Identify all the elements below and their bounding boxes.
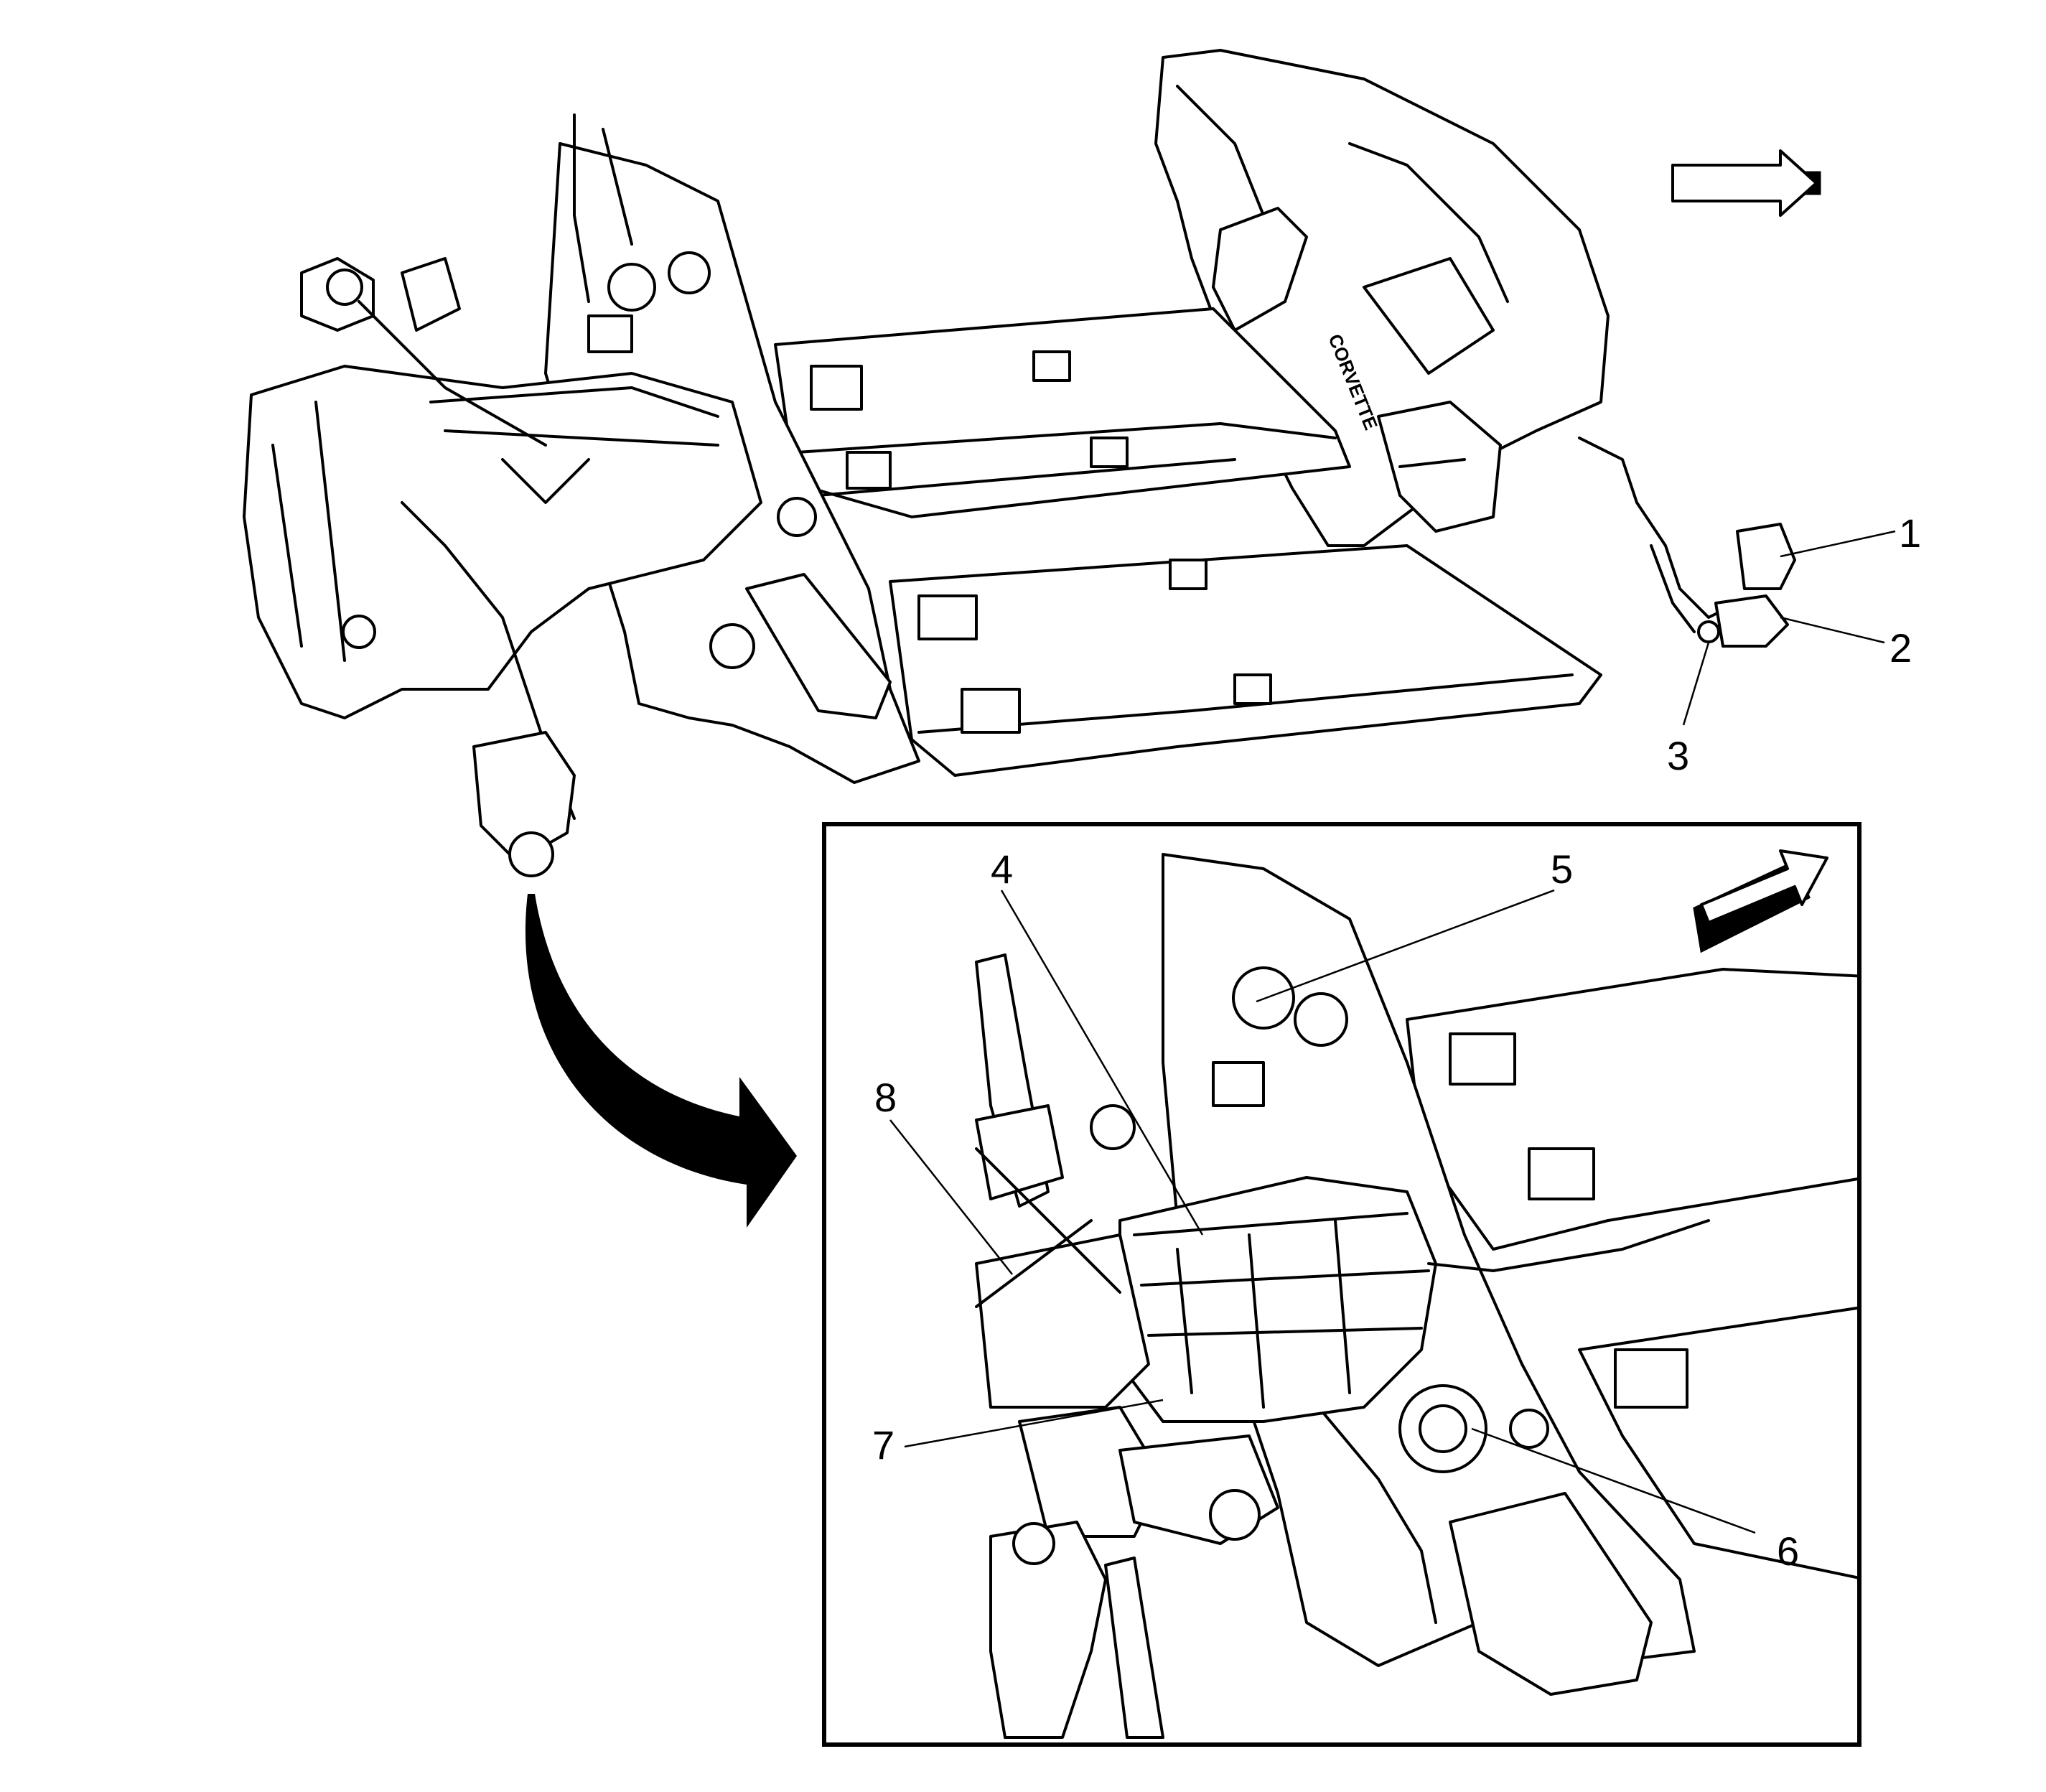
connector-1-icon — [1736, 523, 1796, 590]
callout-1: 1 — [1899, 510, 1921, 556]
callout-5: 5 — [1551, 846, 1573, 892]
callout-3: 3 — [1667, 733, 1689, 778]
callout-7: 7 — [872, 1422, 894, 1467]
front-direction-arrow-icon — [1671, 149, 1821, 217]
floor-panels — [774, 307, 1602, 777]
callout-2: 2 — [1889, 625, 1912, 671]
detail-inset — [822, 822, 1862, 1747]
callout-4: 4 — [991, 846, 1013, 892]
callout-6: 6 — [1777, 1529, 1799, 1574]
front-direction-arrow-icon — [1693, 849, 1828, 953]
callout-8: 8 — [874, 1075, 897, 1120]
connector-2-icon — [1714, 594, 1789, 648]
connector-group — [1578, 437, 1796, 648]
rear-drivetrain — [243, 113, 762, 877]
curved-arrow-icon — [525, 894, 797, 1228]
connector-3-icon — [1697, 620, 1720, 643]
vehicle-overview: CORVETTE — [243, 49, 1896, 877]
